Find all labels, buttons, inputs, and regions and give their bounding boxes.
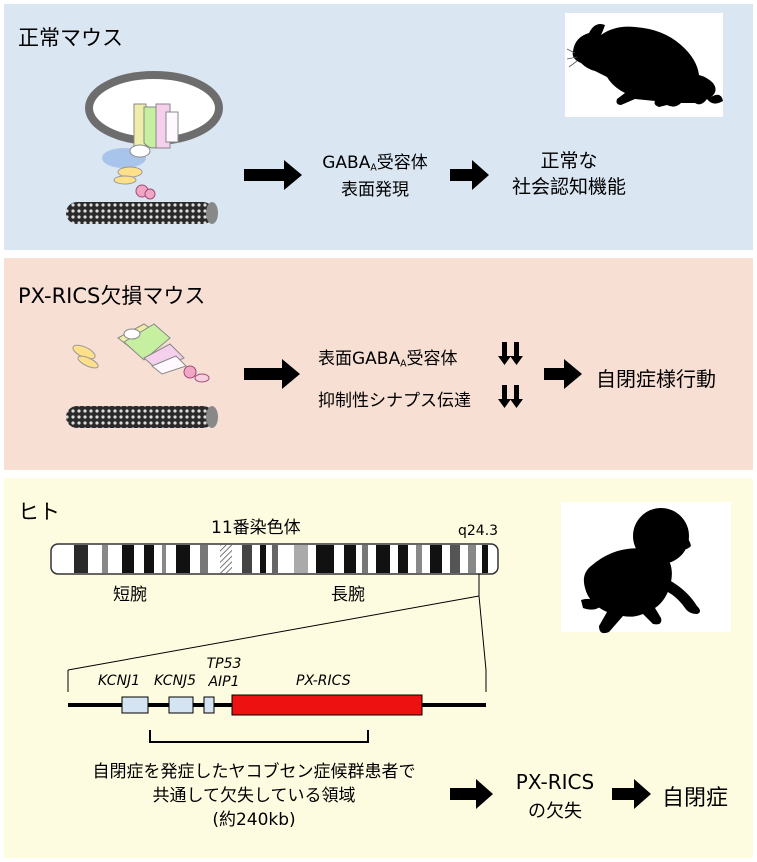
gene-kcnj1 [121,696,149,714]
step-gaba-receptor-surface: GABAA受容体 表面発現 [322,153,428,201]
gene-label-kcnj1: KCNJ1 [98,673,141,689]
mouse-silhouette-icon [565,13,723,117]
arrow-right [544,359,582,389]
decrease-arrows-icon [498,342,523,365]
arrow-right [450,779,493,809]
panel-title: 正常マウス [18,26,123,50]
result-normal-social: 正常な 社会認知機能 [511,150,626,198]
chromosome-diagram [50,543,651,809]
motor-protein [113,175,137,185]
gene-kcnj5 [168,696,194,714]
panel-title: ヒト [18,500,60,524]
panel-normal-mouse: 正常マウス [4,4,753,250]
arrow-right [612,779,651,809]
px-rics-protein [194,373,210,383]
panel-human: ヒト [4,478,753,858]
px-rics-protein [144,188,156,200]
ko-synapse-illustration [66,323,582,428]
gene-pxrics [231,694,423,716]
panel-title: PX-RICS欠損マウス [18,284,206,308]
motor-protein [77,355,99,369]
gene-tp53aip1 [203,696,215,714]
px-rics-protein [183,365,197,379]
arrow-right [244,359,300,389]
arrow-right [244,160,302,190]
arrow-right [450,160,489,190]
panel-pxrics-ko-mouse: PX-RICS欠損マウス [4,258,753,470]
short-arm-label: 短腕 [113,585,147,605]
deletion-bracket [149,730,369,743]
chromosome-bands [74,545,488,573]
effect-surface-gaba-receptor: 表面GABAA受容体 [318,349,458,370]
baby-silhouette-icon [561,502,731,634]
long-arm-label: 長腕 [331,585,365,605]
result-autism: 自閉症 [662,786,729,811]
gene-label-pxrics: PX-RICS [296,673,351,689]
effect-inhibitory-transmission: 抑制性シナプス伝達 [318,391,471,411]
receptor-subunit [123,323,171,361]
chromosome-title: 11番染色体 [211,518,301,538]
microtubule [66,406,214,428]
band-label: q24.3 [458,523,499,539]
deletion-description: 自閉症を発症したヤコブセン症候群患者で 共通して欠失している領域 (約240kb… [92,762,416,830]
outcome-pxrics-deletion: PX-RICS の欠失 [515,770,595,822]
receptor-subunit [165,111,179,143]
result-autism-like-behavior: 自閉症様行動 [596,367,716,391]
receptor-subunit [151,355,187,375]
gene-label-kcnj5: KCNJ5 [154,673,197,689]
decrease-arrows-icon [498,385,523,408]
microtubule [66,202,214,224]
adaptor-protein [129,144,151,158]
motor-protein [117,166,143,178]
normal-synapse-illustration [66,71,489,224]
adaptor-protein [123,328,141,340]
